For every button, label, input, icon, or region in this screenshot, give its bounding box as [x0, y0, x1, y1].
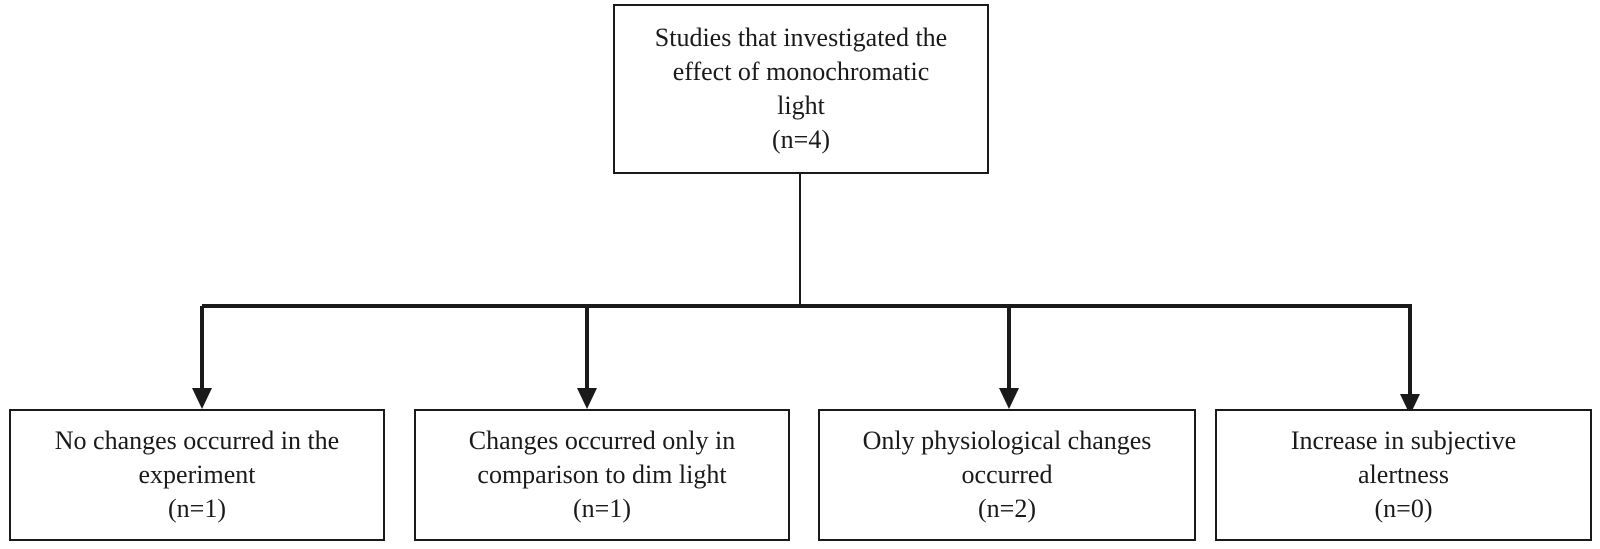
outcome-box-physiological-changes: Only physiological changes occurred (n=2…	[818, 409, 1196, 541]
arrowhead-icon	[577, 388, 597, 409]
arrowhead-icon	[192, 388, 212, 409]
outcome-2-line-2: comparison to dim light	[477, 460, 727, 489]
root-box: Studies that investigated the effect of …	[613, 4, 989, 174]
outcome-4-line-1: Increase in subjective	[1290, 426, 1517, 455]
root-text-line-3: light	[777, 91, 825, 120]
outcome-3-line-1: Only physiological changes	[862, 426, 1152, 455]
outcome-2-line-1: Changes occurred only in	[468, 426, 736, 455]
outcome-2-count: (n=1)	[573, 494, 631, 523]
arrow-to-outcome-1	[192, 306, 212, 409]
outcome-box-subjective-alertness: Increase in subjective alertness (n=0)	[1215, 409, 1592, 541]
root-text-line-1: Studies that investigated the	[654, 23, 948, 52]
outcome-4-count: (n=0)	[1374, 494, 1433, 523]
outcome-1-count: (n=1)	[168, 494, 226, 523]
arrow-to-outcome-4	[1400, 306, 1420, 415]
arrow-to-outcome-2	[577, 306, 597, 409]
outcome-1-line-1: No changes occurred in the	[54, 426, 340, 455]
outcome-1-line-2: experiment	[138, 460, 256, 489]
arrowhead-icon	[1400, 394, 1420, 415]
root-count: (n=4)	[772, 125, 830, 154]
outcome-3-line-2: occurred	[961, 460, 1053, 489]
outcome-3-count: (n=2)	[978, 494, 1036, 523]
outcome-box-dim-light-comparison: Changes occurred only in comparison to d…	[414, 409, 790, 541]
arrow-to-outcome-3	[999, 306, 1019, 409]
arrowhead-icon	[999, 388, 1019, 409]
root-text-line-2: effect of monochromatic	[672, 57, 930, 86]
outcome-box-no-changes: No changes occurred in the experiment (n…	[9, 409, 385, 541]
outcome-4-line-2: alertness	[1358, 460, 1449, 489]
